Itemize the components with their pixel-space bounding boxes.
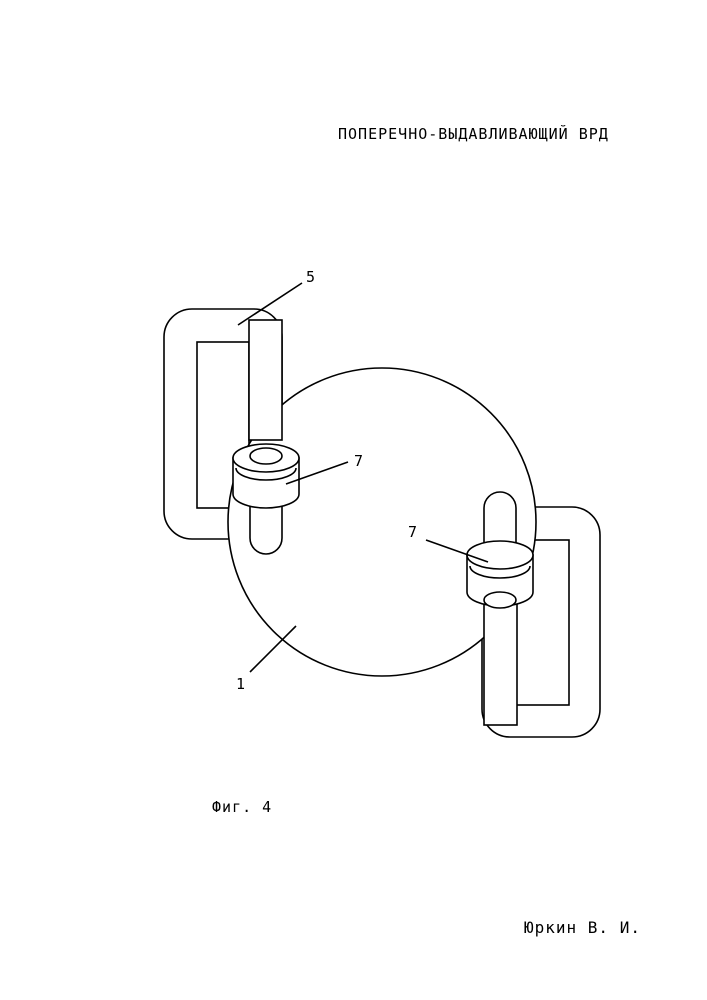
author-name: Юркин В. И. (524, 918, 641, 937)
leader-line-1 (250, 626, 296, 672)
figure-caption: Фиг. 4 (212, 798, 272, 816)
callout-1: 1 (236, 675, 245, 693)
left-collar (233, 444, 299, 508)
right-collar (467, 541, 533, 608)
callout-5: 5 (306, 268, 315, 286)
left-tube (249, 320, 282, 554)
callout-7-upper: 7 (354, 452, 363, 470)
callout-7-lower: 7 (408, 523, 417, 541)
